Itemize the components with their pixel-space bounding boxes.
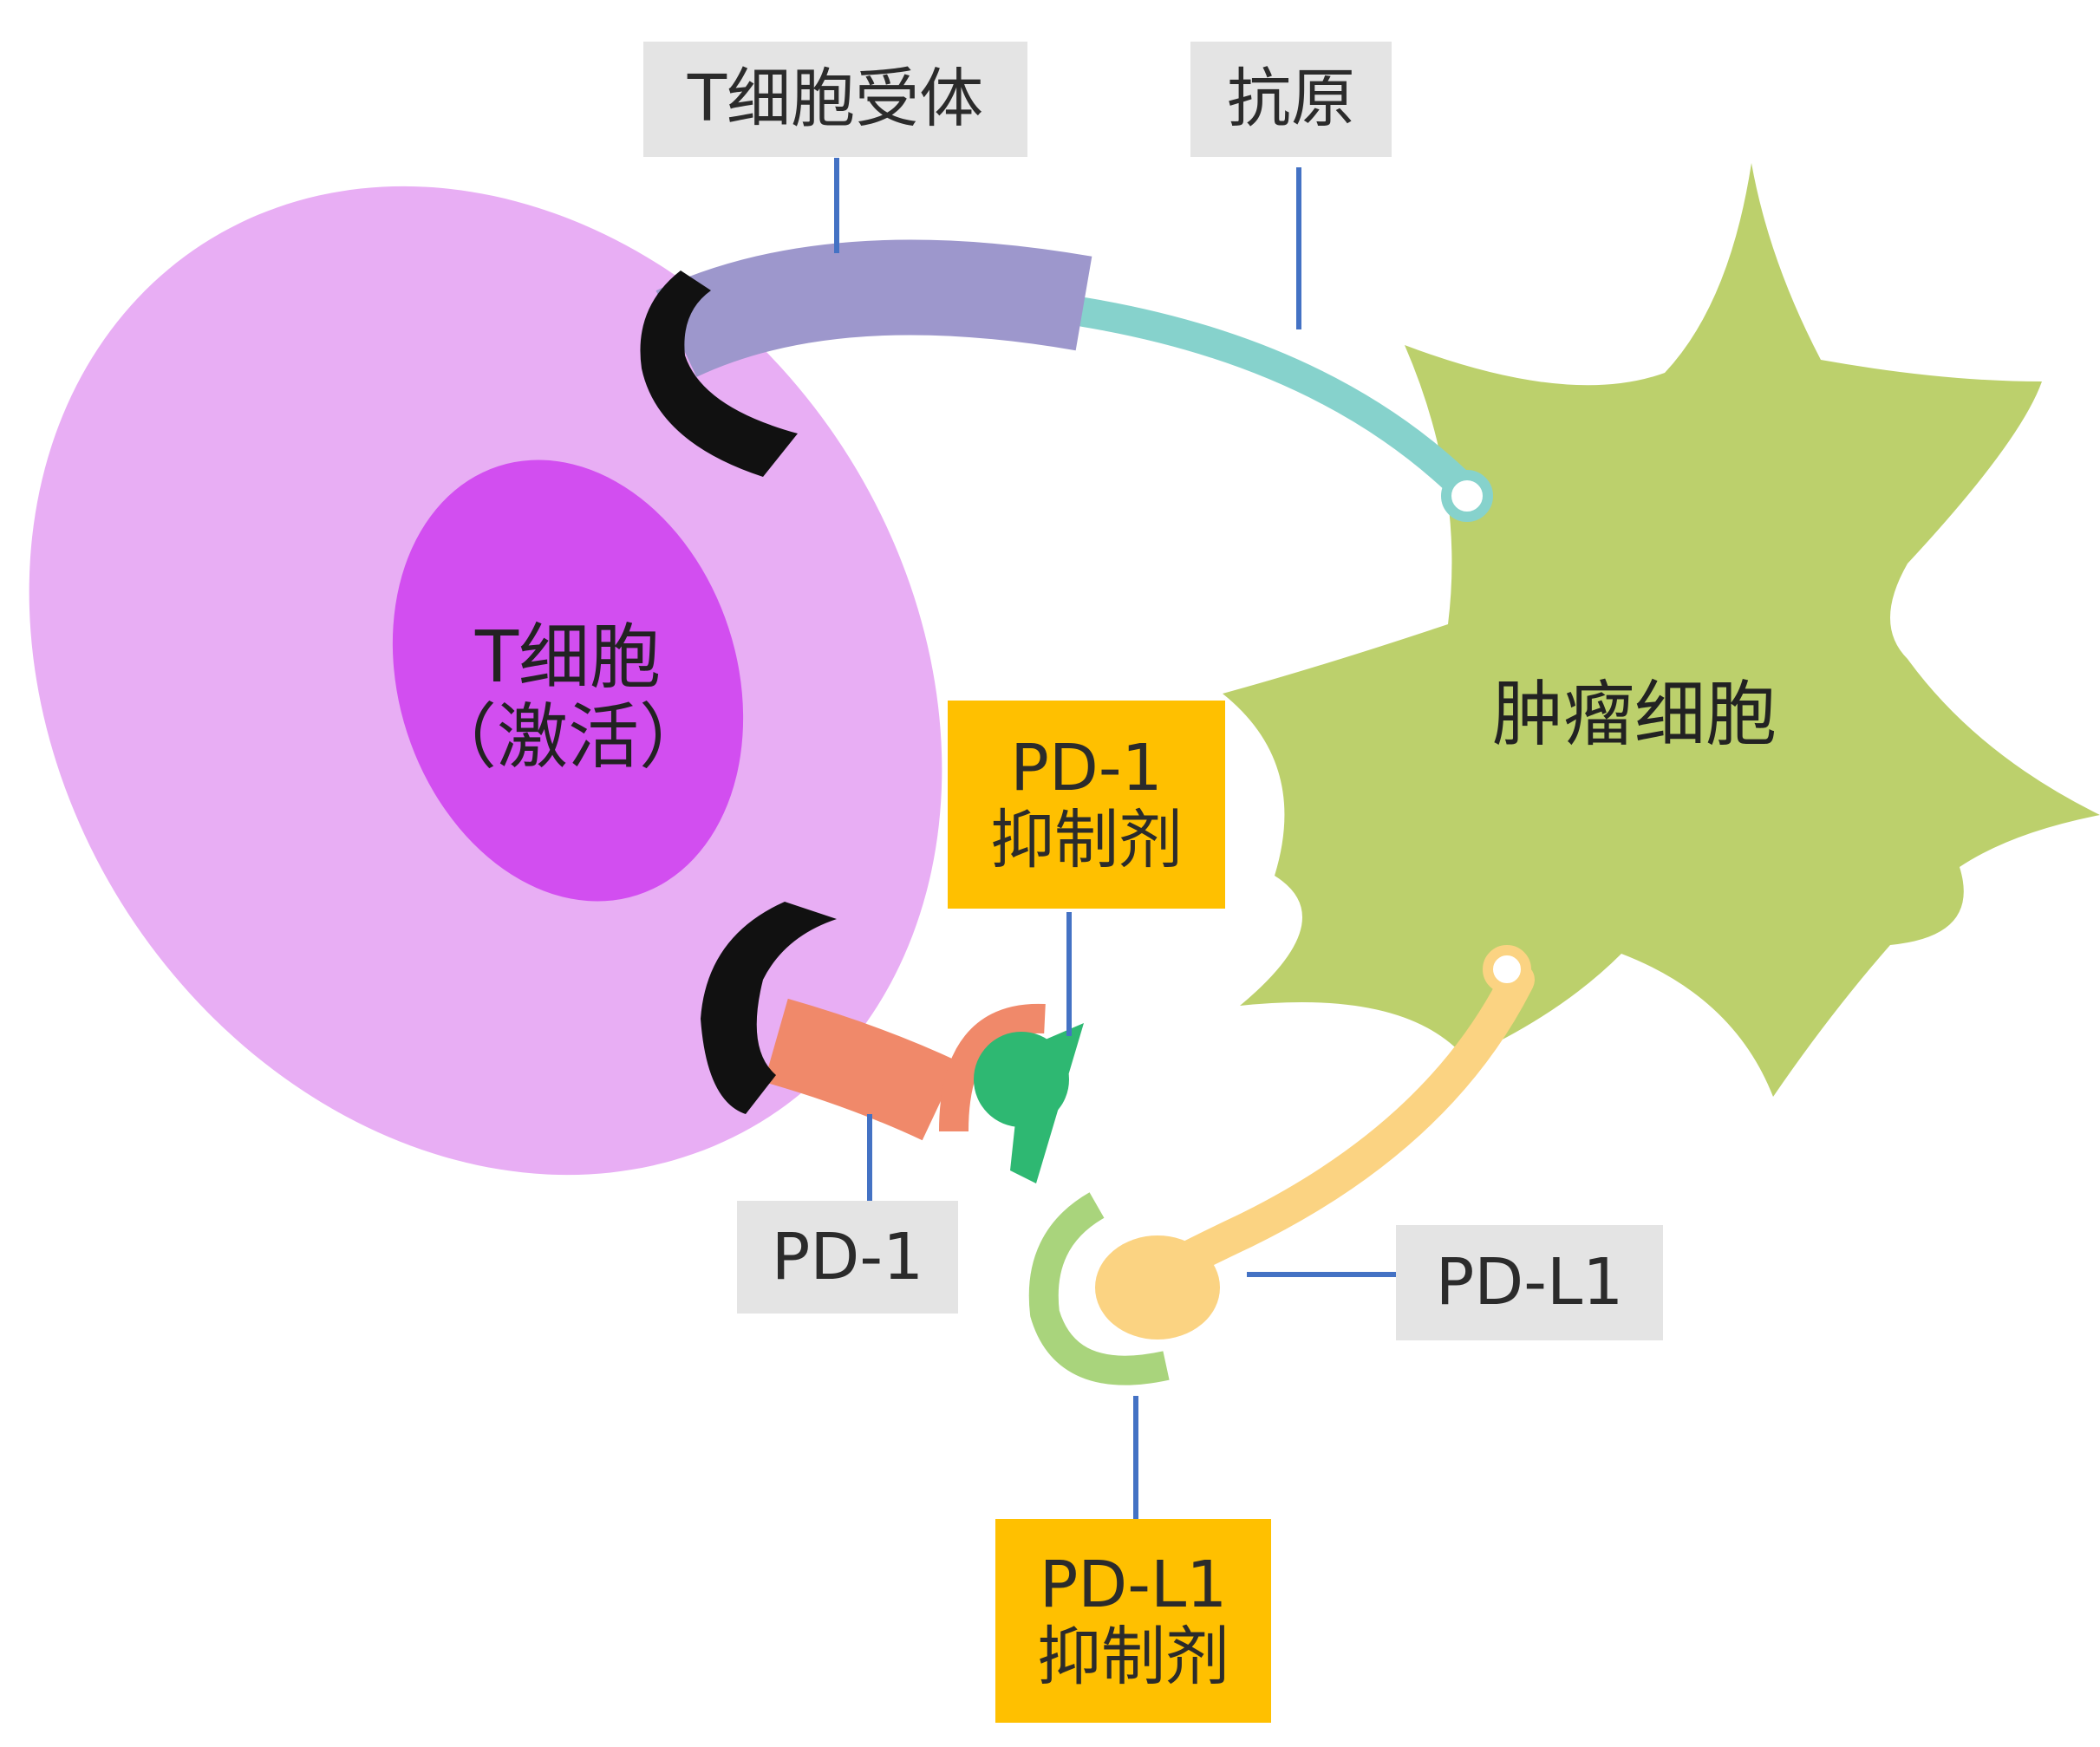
label-pdl1-inhibitor-line1: PD-L1 <box>1039 1547 1228 1622</box>
pdl1-inhibitor-shape <box>1028 1192 1170 1385</box>
label-antigen: 抗原 <box>1190 42 1392 157</box>
label-t-cell-receptor-text: T细胞受体 <box>687 62 984 137</box>
label-pd1: PD-1 <box>737 1201 958 1314</box>
t-cell-receptor <box>655 239 1092 377</box>
label-pd1-text: PD-1 <box>771 1219 924 1294</box>
label-pdl1-text: PD-L1 <box>1435 1245 1624 1320</box>
antigen-strand <box>1069 297 1471 496</box>
label-pd1-inhibitor: PD-1 抑制剂 <box>948 701 1225 909</box>
pd1-inhibitor-wedge <box>1010 1023 1084 1183</box>
label-t-cell-line2: （激活） <box>425 696 710 779</box>
t-cell-nucleus <box>392 460 744 902</box>
tcr-anchor <box>640 271 798 477</box>
tumor-cell-shape <box>1223 163 2100 1097</box>
label-t-cell-receptor: T细胞受体 <box>643 42 1027 157</box>
label-tumor-cell: 肿瘤细胞 <box>1465 668 1803 763</box>
antigen-socket <box>1441 470 1493 522</box>
label-t-cell: T细胞 （激活） <box>395 598 741 798</box>
label-pdl1-inhibitor-line2: 抑制剂 <box>1037 1619 1229 1694</box>
pd1-anchor <box>701 902 837 1114</box>
pd1-cup <box>939 1003 1046 1132</box>
pdl1-head <box>1095 1235 1220 1340</box>
label-pdl1: PD-L1 <box>1396 1225 1663 1340</box>
label-pdl1-inhibitor: PD-L1 抑制剂 <box>995 1519 1271 1723</box>
pd1-stalk <box>764 998 960 1141</box>
label-pd1-inhibitor-line1: PD-1 <box>1010 731 1163 806</box>
label-tumor-cell-text: 肿瘤细胞 <box>1491 674 1777 757</box>
label-pd1-inhibitor-line2: 抑制剂 <box>990 803 1183 877</box>
label-antigen-text: 抗原 <box>1227 62 1355 137</box>
pdl1-socket <box>1483 945 1531 994</box>
label-t-cell-line1: T细胞 <box>474 616 662 700</box>
